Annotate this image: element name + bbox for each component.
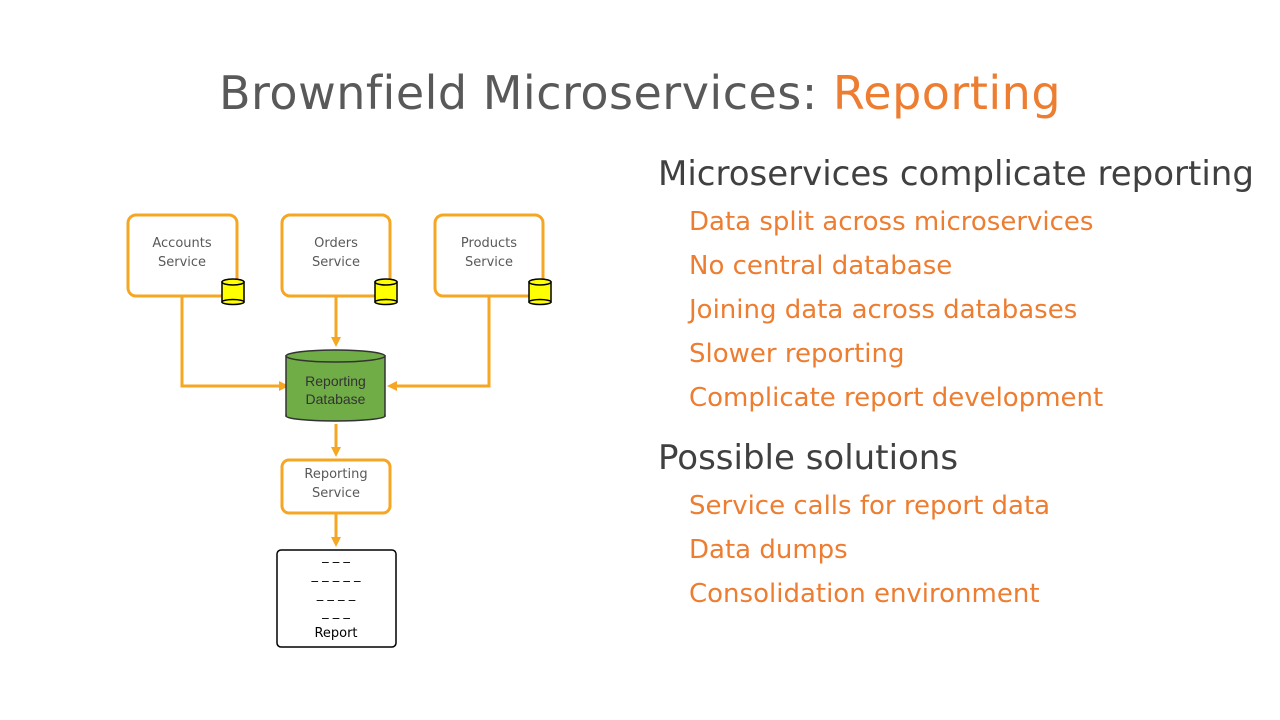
products-service-label-line1: Products <box>461 236 517 251</box>
title-accent: Reporting <box>832 66 1062 120</box>
bullet-data-split: Data split across microservices <box>689 207 1094 237</box>
connectors <box>180 296 491 547</box>
report-placeholder-line-2: _ _ _ _ _ <box>310 568 361 583</box>
accounts-service-label-line1: Accounts <box>152 236 211 251</box>
reporting-database-label-line2: Database <box>306 391 366 407</box>
report-placeholder-line-1: _ _ _ <box>321 549 350 564</box>
slide-title: Brownfield Microservices: Reporting <box>0 66 1280 120</box>
bullet-joining-data: Joining data across databases <box>689 295 1078 325</box>
report-placeholder-line-4: _ _ _ <box>321 605 350 620</box>
reporting-service-label-line1: Reporting <box>304 467 367 482</box>
orders-service-label-line2: Service <box>312 255 360 270</box>
reporting-database-node: Reporting Database <box>285 349 386 422</box>
reporting-service-node: Reporting Service <box>280 458 392 515</box>
bullet-slower-reporting: Slower reporting <box>689 339 905 369</box>
title-main: Brownfield Microservices: <box>218 66 833 120</box>
bullet-complicate-report-development: Complicate report development <box>689 383 1104 413</box>
products-db-cylinder-icon <box>528 278 552 306</box>
architecture-diagram: Accounts Service Orders Service Products… <box>126 213 552 648</box>
connector-accounts-to-db <box>180 296 289 391</box>
connector-products-to-db <box>387 296 491 391</box>
bullet-no-central-database: No central database <box>689 251 953 281</box>
bullet-consolidation-environment: Consolidation environment <box>689 579 1040 609</box>
bullet-service-calls: Service calls for report data <box>689 491 1051 521</box>
section-heading-complicate-reporting: Microservices complicate reporting <box>658 154 1254 194</box>
report-placeholder-line-3: _ _ _ _ <box>316 587 356 602</box>
bullet-data-dumps: Data dumps <box>689 535 848 565</box>
accounts-db-cylinder-icon <box>221 278 245 306</box>
orders-db-cylinder-icon <box>374 278 398 306</box>
report-node: _ _ _ _ _ _ _ _ _ _ _ _ _ _ _ Report <box>276 549 397 648</box>
section-heading-possible-solutions: Possible solutions <box>658 438 959 478</box>
reporting-service-label-line2: Service <box>312 486 360 501</box>
accounts-service-node: Accounts Service <box>126 213 245 306</box>
products-service-label-line2: Service <box>465 255 513 270</box>
report-label: Report <box>314 626 357 641</box>
accounts-service-label-line2: Service <box>158 255 206 270</box>
orders-service-label-line1: Orders <box>314 236 358 251</box>
orders-service-node: Orders Service <box>280 213 398 306</box>
products-service-node: Products Service <box>433 213 552 306</box>
reporting-database-label-line1: Reporting <box>305 373 366 389</box>
